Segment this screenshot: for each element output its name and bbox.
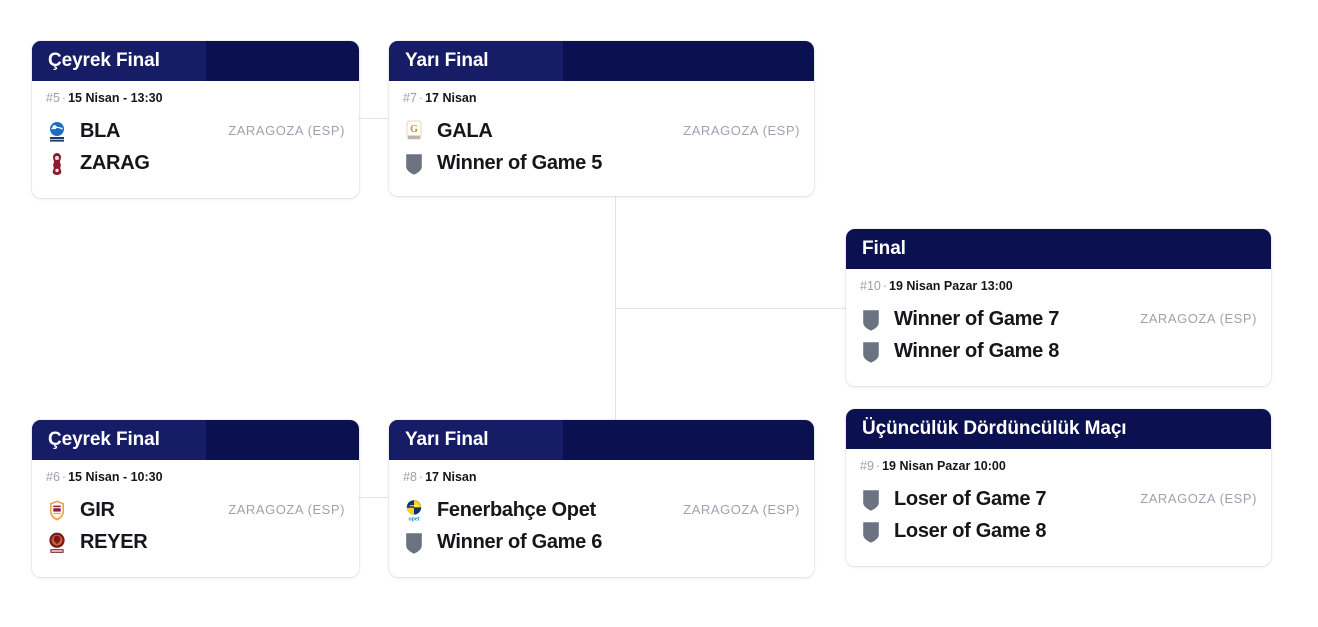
card-header: Çeyrek Final xyxy=(32,41,359,81)
team-row[interactable]: Winner of Game 7 xyxy=(860,304,1257,336)
match-meta: #9·19 Nisan Pazar 10:00 xyxy=(860,460,1257,473)
connector-sf-to-final xyxy=(615,308,846,309)
connector-qf5-to-sf7 xyxy=(359,118,391,119)
team-row[interactable]: G GALA xyxy=(403,116,800,148)
fenerbahce-opet-logo: opet xyxy=(403,499,425,523)
card-body: #10·19 Nisan Pazar 13:00 Winner of Game … xyxy=(846,269,1271,382)
venue-label: ZARAGOZA (ESP) xyxy=(228,502,345,517)
meta-separator: · xyxy=(875,459,881,473)
team-row[interactable]: ZARAG xyxy=(46,148,345,180)
meta-separator: · xyxy=(418,470,424,484)
meta-separator: · xyxy=(61,91,67,105)
match-meta: #7·17 Nisan xyxy=(403,92,800,105)
match-card-qf-game-5[interactable]: Çeyrek Final #5·15 Nisan - 13:30 BLA xyxy=(32,41,359,198)
match-number: #8 xyxy=(403,470,417,484)
team-name: Loser of Game 7 xyxy=(894,488,1047,510)
match-card-third-place-game-9[interactable]: Üçüncülük Dördüncülük Maçı #9·19 Nisan P… xyxy=(846,409,1271,566)
gir-logo xyxy=(46,499,68,523)
match-card-final-game-10[interactable]: Final #10·19 Nisan Pazar 13:00 Winner of… xyxy=(846,229,1271,386)
match-number: #10 xyxy=(860,279,881,293)
card-header: Üçüncülük Dördüncülük Maçı xyxy=(846,409,1271,449)
header-accent-panel xyxy=(389,41,563,81)
match-schedule: 17 Nisan xyxy=(425,91,477,105)
team-name: BLA xyxy=(80,120,121,142)
match-card-sf-game-7[interactable]: Yarı Final #7·17 Nisan G GALA xyxy=(389,41,814,196)
team-row[interactable]: Loser of Game 7 xyxy=(860,484,1257,516)
match-schedule: 19 Nisan Pazar 13:00 xyxy=(889,279,1013,293)
shield-placeholder-icon xyxy=(403,531,425,555)
team-name: ZARAG xyxy=(80,152,150,174)
team-row[interactable]: Winner of Game 6 xyxy=(403,527,800,559)
card-body: #6·15 Nisan - 10:30 GIR xyxy=(32,460,359,573)
round-title: Yarı Final xyxy=(405,429,489,450)
reyer-logo xyxy=(46,531,68,555)
match-card-sf-game-8[interactable]: Yarı Final #8·17 Nisan opet Fenerbahçe O… xyxy=(389,420,814,577)
venue-label: ZARAGOZA (ESP) xyxy=(1140,311,1257,326)
bla-logo xyxy=(46,120,68,144)
round-title: Çeyrek Final xyxy=(48,429,160,450)
shield-placeholder-icon xyxy=(860,488,882,512)
team-row[interactable]: REYER xyxy=(46,527,345,559)
match-meta: #8·17 Nisan xyxy=(403,471,800,484)
team-name: GALA xyxy=(437,120,493,142)
header-accent-panel xyxy=(389,420,563,460)
venue-label: ZARAGOZA (ESP) xyxy=(1140,491,1257,506)
card-header: Final xyxy=(846,229,1271,269)
shield-placeholder-icon xyxy=(403,152,425,176)
round-title: Üçüncülük Dördüncülük Maçı xyxy=(862,418,1127,439)
round-title: Yarı Final xyxy=(405,50,489,71)
card-header: Yarı Final xyxy=(389,420,814,460)
team-name: Loser of Game 8 xyxy=(894,520,1047,542)
shield-placeholder-icon xyxy=(860,520,882,544)
team-row[interactable]: Loser of Game 8 xyxy=(860,516,1257,548)
card-body: #5·15 Nisan - 13:30 BLA xyxy=(32,81,359,194)
card-body: #8·17 Nisan opet Fenerbahçe Opet xyxy=(389,460,814,573)
match-schedule: 15 Nisan - 10:30 xyxy=(68,470,163,484)
card-header: Yarı Final xyxy=(389,41,814,81)
team-name: Winner of Game 8 xyxy=(894,340,1060,362)
meta-separator: · xyxy=(882,279,888,293)
gala-logo: G xyxy=(403,120,425,144)
team-row[interactable]: BLA xyxy=(46,116,345,148)
venue-label: ZARAGOZA (ESP) xyxy=(683,502,800,517)
svg-text:opet: opet xyxy=(409,516,420,522)
round-title: Final xyxy=(862,238,906,259)
team-row[interactable]: Winner of Game 5 xyxy=(403,148,800,180)
match-number: #5 xyxy=(46,91,60,105)
match-schedule: 19 Nisan Pazar 10:00 xyxy=(882,459,1006,473)
venue-label: ZARAGOZA (ESP) xyxy=(228,123,345,138)
round-title: Çeyrek Final xyxy=(48,50,160,71)
match-number: #9 xyxy=(860,459,874,473)
match-schedule: 17 Nisan xyxy=(425,470,477,484)
venue-label: ZARAGOZA (ESP) xyxy=(683,123,800,138)
header-accent-panel xyxy=(32,420,206,460)
team-row[interactable]: GIR xyxy=(46,495,345,527)
team-name: Winner of Game 5 xyxy=(437,152,603,174)
shield-placeholder-icon xyxy=(860,308,882,332)
meta-separator: · xyxy=(61,470,67,484)
team-name: Winner of Game 6 xyxy=(437,531,603,553)
match-meta: #5·15 Nisan - 13:30 xyxy=(46,92,345,105)
match-number: #6 xyxy=(46,470,60,484)
match-number: #7 xyxy=(403,91,417,105)
card-body: #9·19 Nisan Pazar 10:00 Loser of Game 7 … xyxy=(846,449,1271,562)
team-name: GIR xyxy=(80,499,115,521)
team-name: REYER xyxy=(80,531,148,553)
team-row[interactable]: opet Fenerbahçe Opet xyxy=(403,495,800,527)
match-schedule: 15 Nisan - 13:30 xyxy=(68,91,163,105)
card-body: #7·17 Nisan G GALA Winn xyxy=(389,81,814,194)
header-accent-panel xyxy=(32,41,206,81)
svg-text:G: G xyxy=(410,124,418,135)
meta-separator: · xyxy=(418,91,424,105)
card-header: Çeyrek Final xyxy=(32,420,359,460)
zarag-logo xyxy=(46,152,68,176)
match-card-qf-game-6[interactable]: Çeyrek Final #6·15 Nisan - 10:30 GIR xyxy=(32,420,359,577)
shield-placeholder-icon xyxy=(860,340,882,364)
connector-qf6-to-sf8 xyxy=(359,497,391,498)
team-name: Fenerbahçe Opet xyxy=(437,499,596,521)
match-meta: #6·15 Nisan - 10:30 xyxy=(46,471,345,484)
team-name: Winner of Game 7 xyxy=(894,308,1060,330)
team-row[interactable]: Winner of Game 8 xyxy=(860,336,1257,368)
match-meta: #10·19 Nisan Pazar 13:00 xyxy=(860,280,1257,293)
